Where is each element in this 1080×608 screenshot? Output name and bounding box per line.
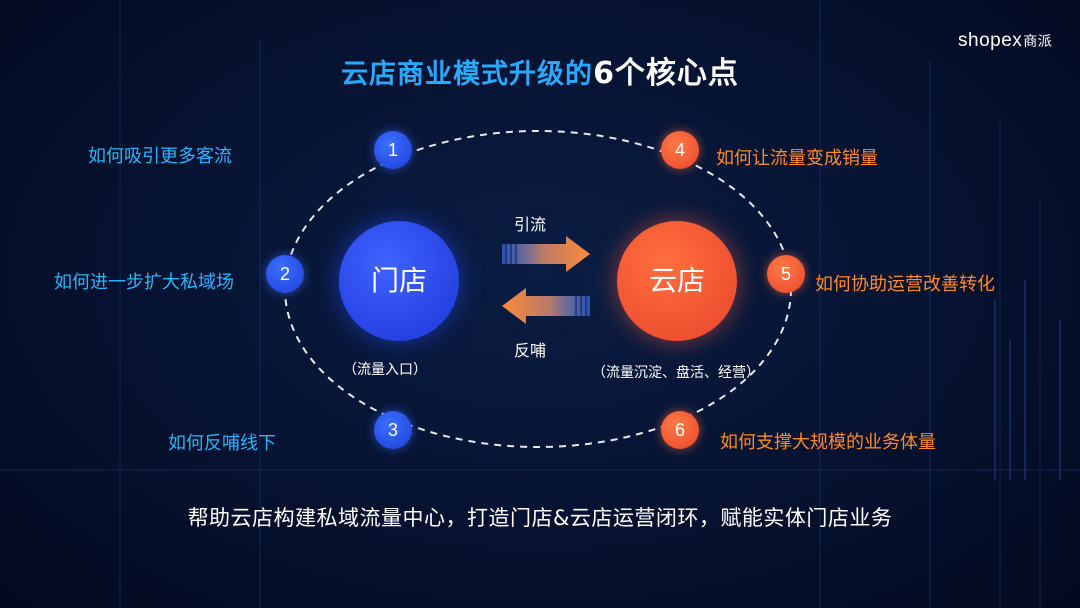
flow-arrows — [502, 236, 590, 324]
arrow-left-icon — [502, 288, 590, 324]
node-6: 6 — [661, 411, 699, 449]
store-circle: 门店 — [339, 221, 459, 341]
question-1: 如何吸引更多客流 — [88, 146, 232, 167]
title-highlight: 6个核心点 — [593, 56, 739, 91]
brand-name: shopex — [958, 30, 1023, 51]
footer-summary: 帮助云店构建私域流量中心，打造门店&云店运营闭环，赋能实体门店业务 — [187, 506, 893, 530]
page-title: 云店商业模式升级的6个核心点 — [0, 48, 1080, 92]
brand-sub: 商派 — [1023, 34, 1053, 50]
store-caption: （流量入口） — [343, 362, 427, 378]
flow-forward-label: 引流 — [514, 215, 547, 234]
question-3: 如何反哺线下 — [168, 433, 276, 454]
node-1: 1 — [374, 131, 412, 169]
shopex-logo: shopex商派 — [958, 30, 1052, 52]
question-5: 如何协助运营改善转化 — [815, 274, 995, 295]
node-3: 3 — [374, 411, 412, 449]
title-prefix: 云店商业模式升级的 — [341, 59, 594, 90]
node-2: 2 — [266, 255, 304, 293]
question-2: 如何进一步扩大私域场 — [54, 272, 234, 293]
flow-back-label: 反哺 — [514, 341, 547, 360]
cloud-store-caption: （流量沉淀、盘活、经营） — [592, 365, 760, 381]
node-5: 5 — [767, 255, 805, 293]
cloud-store-circle: 云店 — [617, 221, 737, 341]
arrow-right-icon — [502, 236, 590, 272]
question-4: 如何让流量变成销量 — [716, 148, 878, 169]
node-4: 4 — [661, 131, 699, 169]
question-6: 如何支撑大规模的业务体量 — [720, 432, 936, 453]
